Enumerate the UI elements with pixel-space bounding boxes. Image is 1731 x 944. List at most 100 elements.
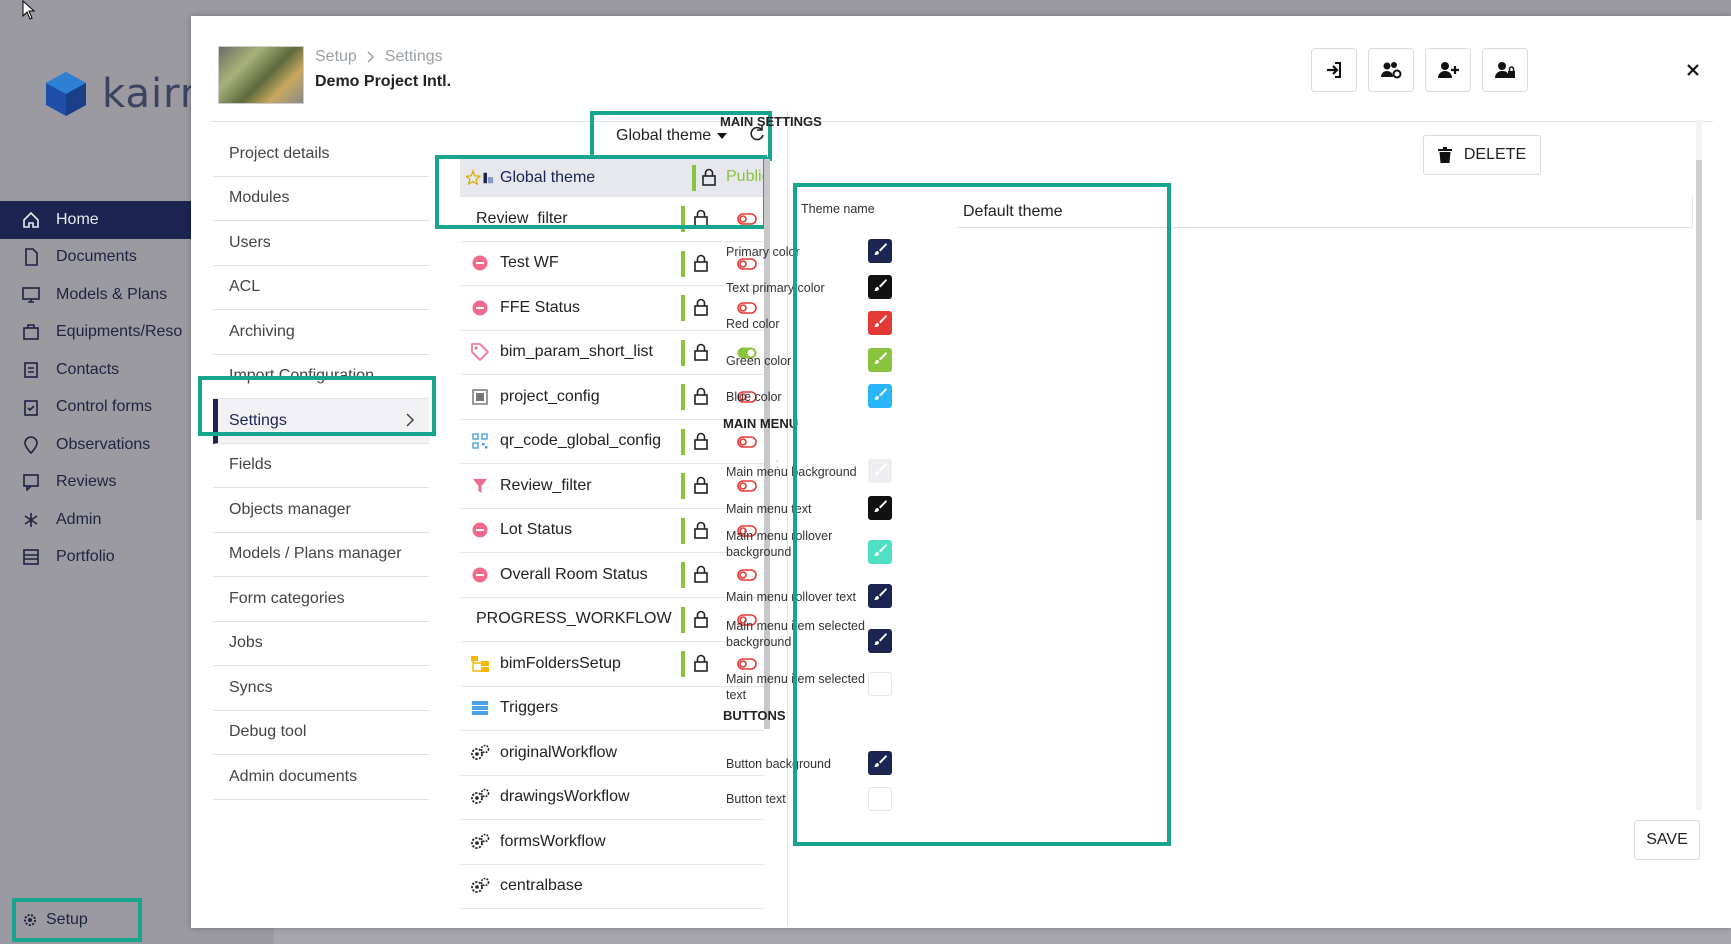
color-picker-swatch[interactable] <box>868 275 892 299</box>
color-picker-swatch[interactable] <box>868 540 892 564</box>
settings-nav-item-models-plans-manager[interactable]: Models / Plans manager <box>213 533 429 577</box>
toggle-off-icon[interactable] <box>737 391 757 403</box>
save-button[interactable]: SAVE <box>1634 820 1700 860</box>
color-picker-swatch[interactable] <box>868 787 892 811</box>
active-toggle[interactable] <box>737 613 757 631</box>
settings-list-item[interactable]: Review_filter <box>460 464 764 509</box>
settings-list-item[interactable]: project_config <box>460 375 764 420</box>
main-nav-item-observations[interactable]: Observations <box>0 426 274 464</box>
refresh-icon[interactable] <box>749 124 765 142</box>
close-button[interactable] <box>1673 48 1713 92</box>
add-user-button[interactable] <box>1425 48 1471 92</box>
main-nav-item-reviews[interactable]: Reviews <box>0 464 274 502</box>
toggle-off-icon[interactable] <box>737 435 757 448</box>
settings-nav-item-form-categories[interactable]: Form categories <box>213 577 429 622</box>
active-toggle[interactable] <box>737 657 757 675</box>
active-toggle[interactable] <box>737 346 757 364</box>
toggle-off-icon[interactable] <box>737 569 757 581</box>
settings-list-item[interactable]: qr_code_global_config <box>460 420 764 464</box>
lock-button[interactable] <box>693 298 709 321</box>
lock-button[interactable] <box>693 254 709 277</box>
main-nav-item-documents[interactable]: Documents <box>0 239 274 277</box>
settings-nav-item-archiving[interactable]: Archiving <box>213 310 429 355</box>
breadcrumb-settings[interactable]: Settings <box>384 48 443 65</box>
color-picker-swatch[interactable] <box>868 459 892 483</box>
color-picker-swatch[interactable] <box>868 496 892 520</box>
color-picker-swatch[interactable] <box>868 629 892 653</box>
settings-nav-item-fields[interactable]: Fields <box>213 444 429 488</box>
main-nav-item-contacts[interactable]: Contacts <box>0 351 274 389</box>
main-nav-item-control-forms[interactable]: Control forms <box>0 389 274 427</box>
settings-list-item[interactable]: centralbase <box>460 865 764 909</box>
settings-list-item[interactable]: bim_param_short_list <box>460 331 764 375</box>
settings-nav-item-debug-tool[interactable]: Debug tool <box>213 711 429 755</box>
active-toggle[interactable] <box>737 390 757 408</box>
settings-nav-item-project-details[interactable]: Project details <box>213 132 429 177</box>
active-toggle[interactable] <box>737 524 757 542</box>
main-nav-item-portfolio[interactable]: Portfolio <box>0 539 274 577</box>
settings-list-item[interactable]: drawingsWorkflow <box>460 776 764 820</box>
color-picker-swatch[interactable] <box>868 311 892 335</box>
scrollbar-thumb[interactable] <box>1696 160 1702 520</box>
main-nav-item-models-plans[interactable]: Models & Plans <box>0 276 274 314</box>
toggle-on-icon[interactable] <box>737 347 757 359</box>
lock-button[interactable] <box>693 610 709 633</box>
settings-nav-item-modules[interactable]: Modules <box>213 177 429 221</box>
settings-nav-item-jobs[interactable]: Jobs <box>213 622 429 666</box>
user-lock-button[interactable] <box>1482 48 1528 92</box>
settings-list-item[interactable]: Overall Room Status <box>460 553 764 598</box>
breadcrumb-setup[interactable]: Setup <box>315 48 357 65</box>
active-toggle[interactable] <box>737 301 757 319</box>
lock-button[interactable] <box>693 521 709 544</box>
settings-list-item[interactable]: Lot Status <box>460 509 764 553</box>
color-picker-swatch[interactable] <box>868 239 892 263</box>
settings-list-item[interactable]: Triggers <box>460 687 764 731</box>
main-nav-item-equipments-reso[interactable]: Equipments/Reso <box>0 314 274 352</box>
toggle-off-icon[interactable] <box>737 302 757 314</box>
settings-nav-item-users[interactable]: Users <box>213 221 429 266</box>
setup-nav-item[interactable]: Setup <box>12 898 142 942</box>
lock-button[interactable] <box>693 343 709 366</box>
lock-button[interactable] <box>693 476 709 499</box>
settings-list-item[interactable]: PROGRESS_WORKFLOW <box>460 598 764 642</box>
lock-button[interactable] <box>693 387 709 410</box>
theme-name-input[interactable]: Default theme <box>957 196 1693 228</box>
settings-scrollbar[interactable] <box>1696 120 1702 810</box>
active-toggle[interactable] <box>737 435 757 453</box>
active-toggle[interactable] <box>737 212 757 230</box>
settings-list-item[interactable]: Review_filter <box>460 197 764 242</box>
settings-list-item[interactable]: bimFoldersSetup <box>460 642 764 687</box>
settings-nav-item-import-configuration[interactable]: Import Configuration <box>213 355 429 399</box>
settings-nav-item-objects-manager[interactable]: Objects manager <box>213 488 429 533</box>
toggle-off-icon[interactable] <box>737 613 757 626</box>
toggle-off-icon[interactable] <box>737 658 757 670</box>
login-as-button[interactable] <box>1311 48 1357 92</box>
color-picker-swatch[interactable] <box>868 584 892 608</box>
list-scrollbar[interactable] <box>764 159 770 729</box>
users-settings-button[interactable] <box>1368 48 1414 92</box>
settings-nav-item-syncs[interactable]: Syncs <box>213 666 429 711</box>
toggle-off-icon[interactable] <box>737 524 757 537</box>
settings-nav-item-settings[interactable]: Settings <box>213 399 429 444</box>
toggle-off-icon[interactable] <box>737 480 757 492</box>
settings-nav-item-admin-documents[interactable]: Admin documents <box>213 755 429 800</box>
lock-button[interactable] <box>701 168 717 191</box>
active-toggle[interactable] <box>737 568 757 586</box>
color-picker-swatch[interactable] <box>868 348 892 372</box>
delete-button[interactable]: DELETE <box>1423 135 1541 175</box>
settings-list-item[interactable]: originalWorkflow <box>460 731 764 776</box>
toggle-off-icon[interactable] <box>737 213 757 225</box>
active-toggle[interactable] <box>737 479 757 497</box>
drag-handle-icon[interactable]: ··· <box>775 452 780 480</box>
settings-list-item[interactable]: formsWorkflow <box>460 820 764 865</box>
lock-button[interactable] <box>693 432 709 455</box>
toggle-off-icon[interactable] <box>737 257 757 270</box>
color-picker-swatch[interactable] <box>868 751 892 775</box>
lock-button[interactable] <box>693 654 709 677</box>
lock-button[interactable] <box>693 565 709 588</box>
settings-nav-item-acl[interactable]: ACL <box>213 266 429 310</box>
color-picker-swatch[interactable] <box>868 384 892 408</box>
settings-list-item[interactable]: FFE Status <box>460 286 764 331</box>
color-picker-swatch[interactable] <box>868 672 892 696</box>
